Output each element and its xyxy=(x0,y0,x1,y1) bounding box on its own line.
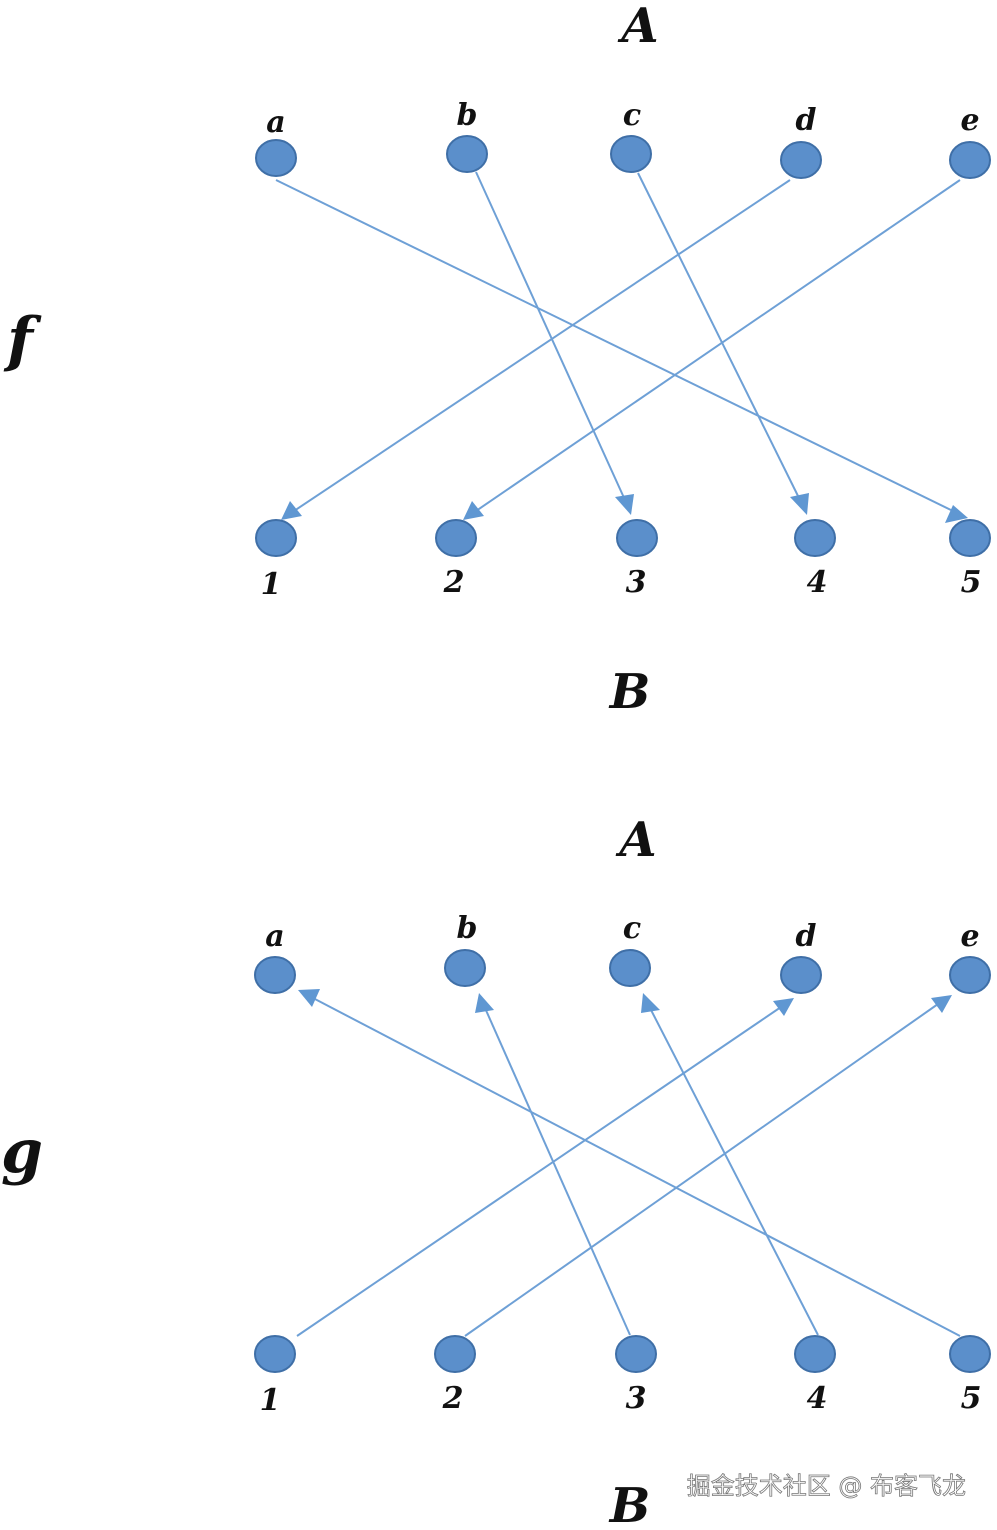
domain-node-label: c xyxy=(623,911,641,946)
panel-f: A f a b c d e 1 2 3 4 xyxy=(3,0,991,720)
codomain-node-label: 2 xyxy=(442,1381,464,1416)
domain-set-label: A xyxy=(615,812,656,868)
arrowhead xyxy=(281,501,302,520)
domain-node-c xyxy=(609,949,651,987)
codomain-node-label: 1 xyxy=(260,1383,281,1418)
domain-node-d xyxy=(780,141,822,179)
mapping-arrow xyxy=(484,1007,631,1336)
mapping-arrow xyxy=(649,1007,819,1336)
codomain-node-label: 4 xyxy=(807,1381,828,1416)
domain-node-a xyxy=(254,956,296,994)
mapping-arrow xyxy=(475,171,626,501)
domain-node-label: b xyxy=(457,911,478,946)
codomain-node-4 xyxy=(794,1335,836,1373)
domain-node-label: d xyxy=(796,103,817,138)
arrowhead xyxy=(641,993,660,1013)
codomain-node-label: 4 xyxy=(807,565,828,600)
mapping-arrow xyxy=(464,1003,939,1337)
codomain-node-label: 3 xyxy=(626,1381,647,1416)
panel-g: A g a b c d e 1 2 3 4 xyxy=(1,812,991,1530)
domain-node-b xyxy=(444,949,486,987)
arrowhead xyxy=(463,501,484,520)
arrowhead xyxy=(931,995,952,1013)
domain-node-e xyxy=(949,956,991,994)
domain-node-c xyxy=(610,135,652,173)
mapping-arrow xyxy=(637,172,801,501)
function-label: f xyxy=(3,305,42,375)
domain-node-label: c xyxy=(623,98,641,133)
arrowhead xyxy=(773,998,794,1016)
domain-node-e xyxy=(949,141,991,179)
arrowhead xyxy=(298,989,320,1007)
function-label: g xyxy=(1,1117,43,1187)
mapping-arrow xyxy=(293,179,791,512)
domain-node-label: d xyxy=(796,919,817,954)
codomain-node-3 xyxy=(616,519,658,557)
domain-node-label: b xyxy=(457,98,478,133)
codomain-node-5 xyxy=(949,519,991,557)
domain-node-label: e xyxy=(960,919,979,954)
codomain-set-label: B xyxy=(608,664,651,720)
mapping-arrow xyxy=(475,179,961,512)
domain-node-a xyxy=(255,139,297,177)
arrowhead xyxy=(790,493,809,515)
watermark-text: 掘金技术社区 @ 布客飞龙 xyxy=(687,1472,966,1500)
domain-set-label: A xyxy=(617,0,658,54)
codomain-node-5 xyxy=(949,1335,991,1373)
arrowhead xyxy=(475,993,494,1013)
domain-node-label: e xyxy=(960,103,979,138)
mapping-arrow xyxy=(312,997,961,1337)
mapping-arrow xyxy=(296,1006,782,1337)
domain-node-b xyxy=(446,135,488,173)
domain-node-label: a xyxy=(265,919,284,954)
codomain-node-2 xyxy=(435,519,477,557)
codomain-node-label: 1 xyxy=(261,567,282,602)
codomain-node-label: 2 xyxy=(443,565,465,600)
codomain-node-label: 5 xyxy=(961,565,982,600)
codomain-set-label: B xyxy=(608,1478,651,1530)
codomain-node-1 xyxy=(255,519,297,557)
codomain-node-label: 5 xyxy=(961,1381,982,1416)
arrowhead xyxy=(615,494,634,515)
codomain-node-3 xyxy=(615,1335,657,1373)
codomain-node-label: 3 xyxy=(626,565,647,600)
codomain-node-4 xyxy=(794,519,836,557)
domain-node-label: a xyxy=(266,105,285,140)
arrowhead xyxy=(945,505,968,523)
domain-node-d xyxy=(780,956,822,994)
codomain-node-1 xyxy=(254,1335,296,1373)
mapping-arrow xyxy=(275,179,956,513)
codomain-node-2 xyxy=(434,1335,476,1373)
